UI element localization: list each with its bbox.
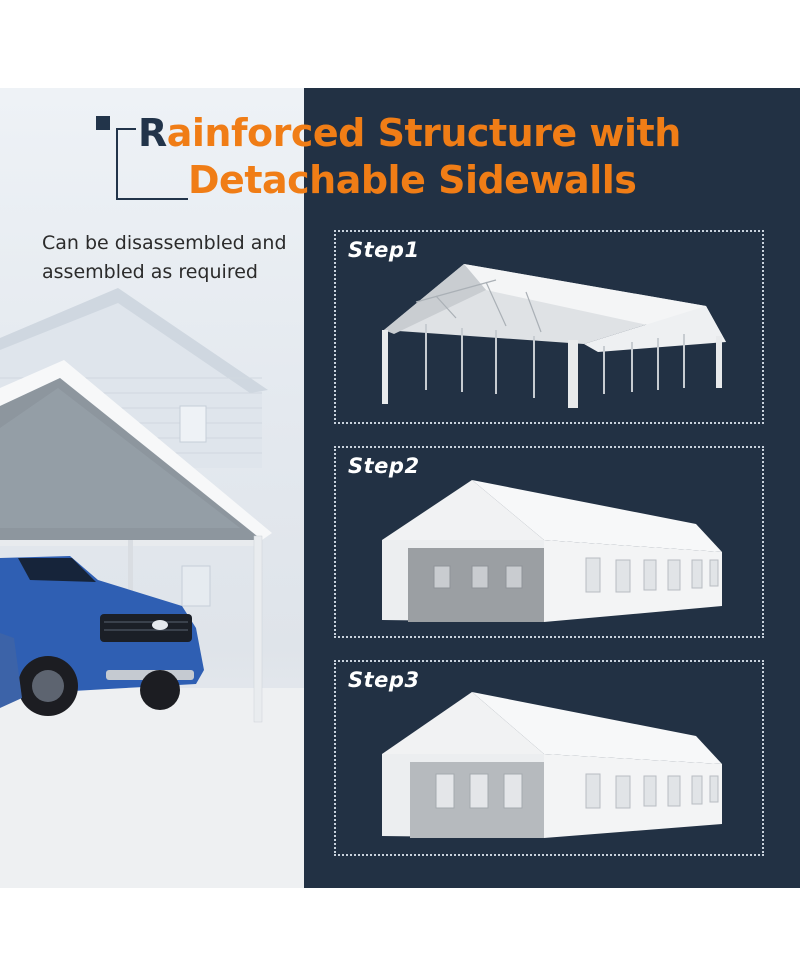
headline-line1: ainforced Structure with [166, 111, 682, 155]
title-marker-square [96, 116, 110, 130]
step-3-card: Step3 [334, 660, 764, 856]
title-marker-line [116, 198, 188, 200]
tent-frame-icon [382, 264, 726, 408]
step-1-label: Step1 [348, 238, 420, 262]
headline-line2: Detachable Sidewalls [188, 158, 637, 202]
headline-first-letter: R [138, 111, 167, 155]
title-marker-line [116, 128, 136, 130]
tent-closed-sidewalls-icon [382, 692, 722, 838]
description-text: Can be disassembled and assembled as req… [42, 232, 287, 283]
tent-open-sidewalls-icon [382, 480, 722, 622]
left-photo-panel [0, 88, 304, 888]
carport-truck-photo [0, 288, 304, 888]
step-1-card: Step1 [334, 230, 764, 424]
step-2-label: Step2 [348, 454, 420, 478]
title-marker-line [116, 128, 118, 200]
step-3-label: Step3 [348, 668, 420, 692]
step-2-card: Step2 [334, 446, 764, 638]
